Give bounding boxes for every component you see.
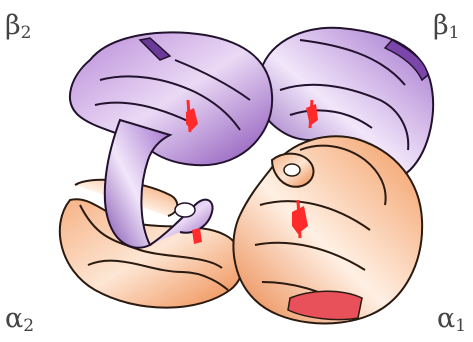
label-alpha2: α2: [5, 305, 34, 335]
label-beta2: β2: [5, 12, 31, 42]
label-beta1: β1: [433, 12, 459, 42]
label-alpha1: α1: [437, 305, 466, 335]
alpha1-subunit: [233, 136, 422, 323]
